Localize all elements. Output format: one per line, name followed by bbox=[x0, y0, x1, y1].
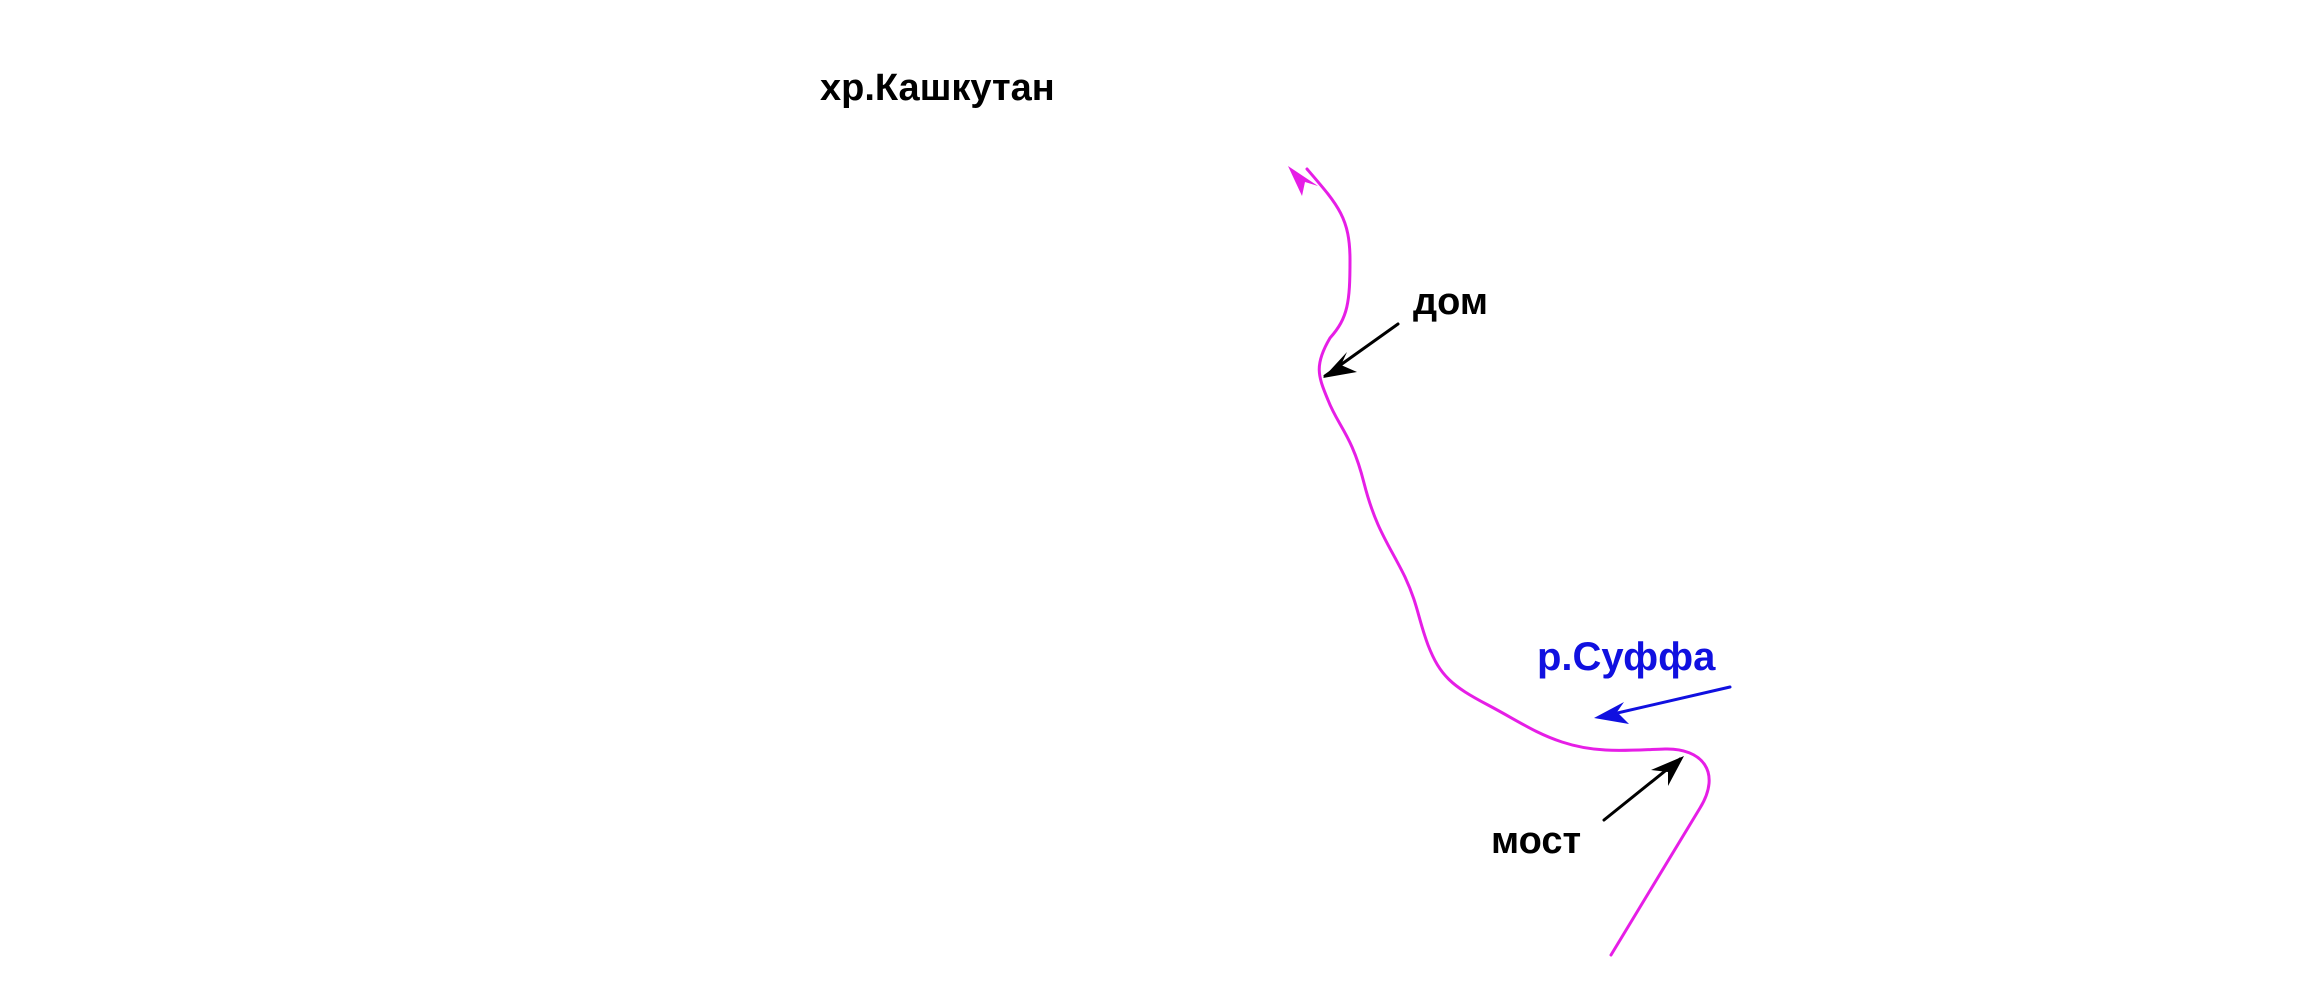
bridge-label: мост bbox=[1491, 820, 1581, 862]
house-label: дом bbox=[1413, 281, 1488, 323]
river-arrowhead bbox=[1594, 702, 1629, 724]
route-line bbox=[1305, 167, 1711, 957]
route-arrowhead bbox=[1288, 166, 1318, 196]
river-label: р.Суффа bbox=[1537, 635, 1716, 679]
ridge-label: хр.Кашкутан bbox=[820, 67, 1055, 109]
bridge-pointer-arrowhead bbox=[1651, 756, 1684, 786]
river-arrow bbox=[1598, 685, 1732, 719]
house-pointer-arrowhead bbox=[1323, 352, 1357, 378]
